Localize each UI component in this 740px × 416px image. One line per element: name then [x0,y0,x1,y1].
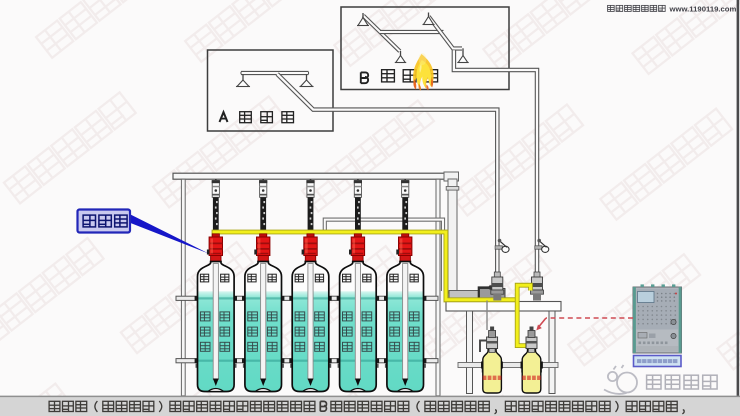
svg-text:www.1190119.com: www.1190119.com [669,5,737,14]
